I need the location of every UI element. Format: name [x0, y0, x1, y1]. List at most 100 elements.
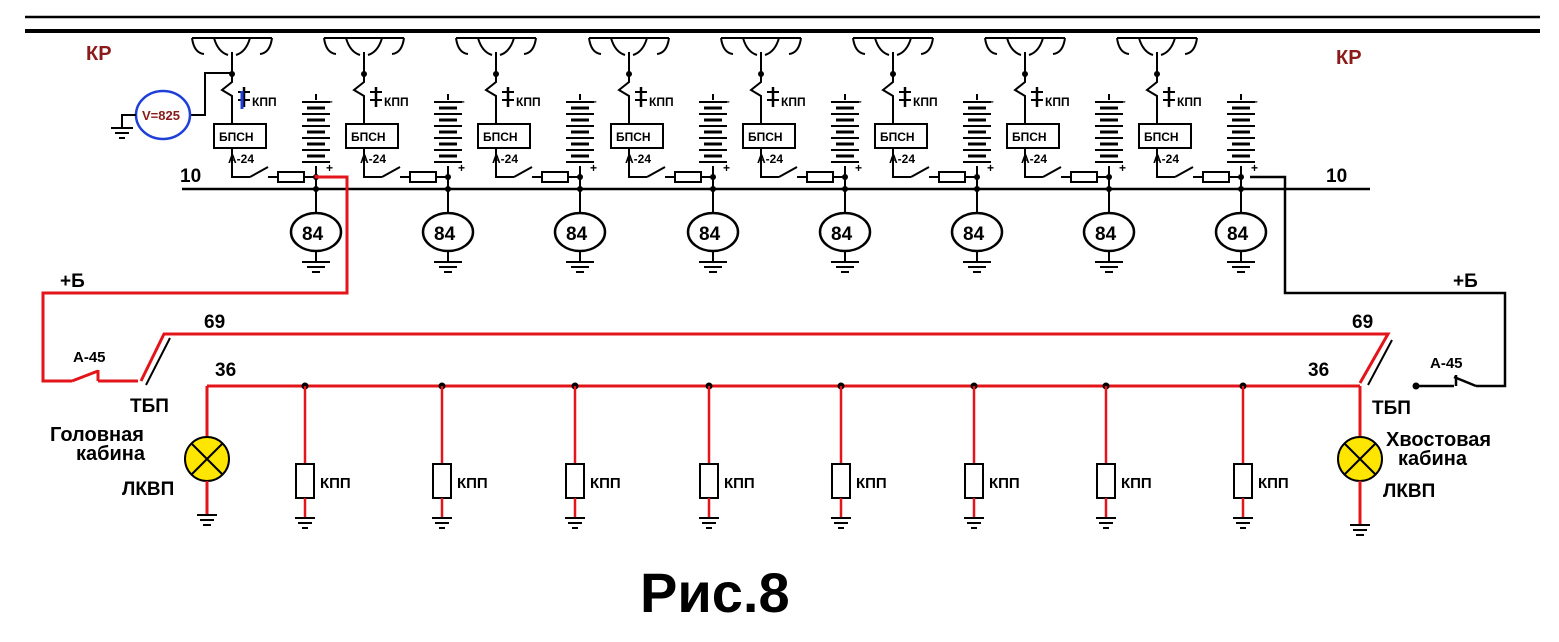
wire-36-label-right: 36 [1308, 360, 1329, 381]
kpp-load-label: КПП [724, 475, 755, 492]
kpp-load: КПП [831, 382, 887, 529]
kpp-label: КПП [913, 95, 938, 109]
a24-label: А-24 [228, 152, 254, 166]
bpsn-label: БПСН [880, 130, 915, 144]
car-unit: КПП БПСН А-24 – +84 [720, 37, 872, 273]
car-unit: КПП БПСН А-24 – +84 [1116, 37, 1268, 273]
kpp-load: КПП [1096, 382, 1152, 529]
kpp-label: КПП [384, 95, 409, 109]
kpp-load: КПП [1233, 382, 1289, 529]
kpp-load-label: КПП [457, 475, 488, 492]
battery-minus: – [855, 94, 862, 108]
battery [963, 94, 991, 177]
kpp-label: КПП [252, 95, 277, 109]
kpp-load: КПП [565, 382, 621, 529]
plus-b-wire-left [41, 175, 349, 383]
kpp-load-label: КПП [1258, 475, 1289, 492]
current-collector [720, 37, 802, 77]
car-units: КПП БПСН А-24 – +84 КПП БПСН А-24 – +84 КПП БПСН А-2… [191, 37, 1268, 273]
kpp-label: КПП [781, 95, 806, 109]
a45-label-right: А-45 [1430, 355, 1463, 372]
bus-10-label-right: 10 [1326, 166, 1347, 187]
battery-minus: – [1119, 94, 1126, 108]
kpp-label: КПП [516, 95, 541, 109]
a24-label: А-24 [757, 152, 783, 166]
a24-label: А-24 [492, 152, 518, 166]
car-unit: КПП БПСН А-24 – +84 [588, 37, 740, 273]
lkvp-label-left: ЛКВП [122, 479, 174, 500]
current-collector [984, 37, 1066, 77]
bpsn-label: БПСН [351, 130, 386, 144]
tail-cab-label-line2: кабина [1398, 448, 1468, 470]
battery-minus: – [458, 94, 465, 108]
battery-plus: + [590, 161, 597, 175]
load-84-label: 84 [699, 224, 721, 245]
kpp-label: КПП [1045, 95, 1070, 109]
current-collector [1116, 37, 1198, 77]
battery-minus: – [326, 94, 333, 108]
bpsn-label: БПСН [1144, 130, 1179, 144]
lkvp-label-right: ЛКВП [1383, 481, 1435, 502]
plus-b-label-left: +Б [60, 271, 85, 292]
kpp-load: КПП [699, 382, 755, 529]
kpp-load-label: КПП [1121, 475, 1152, 492]
kpp-load: КПП [964, 382, 1020, 529]
kpp-load-label: КПП [856, 475, 887, 492]
current-collector [323, 37, 405, 77]
battery-plus: + [458, 161, 465, 175]
a24-label: А-24 [889, 152, 915, 166]
bus-10-label-left: 10 [180, 166, 201, 187]
current-collector [191, 37, 273, 77]
plus-b-label-right: +Б [1453, 271, 1478, 292]
voltmeter-label: V=825 [142, 108, 180, 123]
head-cab-label-line2: кабина [76, 443, 146, 465]
battery [699, 94, 727, 177]
battery [434, 94, 462, 177]
bpsn-label: БПСН [483, 130, 518, 144]
load-84-label: 84 [1227, 224, 1249, 245]
kr-label-right: КР [1336, 47, 1362, 69]
wire-69-label-left: 69 [204, 312, 225, 333]
current-collector [852, 37, 934, 77]
battery-minus: – [987, 94, 994, 108]
head-cab-label-line1: Головная [50, 424, 144, 446]
kpp-label: КПП [649, 95, 674, 109]
figure-caption: Рис.8 [640, 561, 790, 624]
battery-minus: – [1251, 94, 1258, 108]
kpp-load: КПП [432, 382, 488, 529]
a24-label: А-24 [625, 152, 651, 166]
kpp-load: КПП [295, 382, 351, 529]
load-84-label: 84 [831, 224, 853, 245]
voltmeter [111, 72, 244, 141]
bpsn-label: БПСН [616, 130, 651, 144]
battery-plus: + [326, 161, 333, 175]
battery-plus: + [723, 161, 730, 175]
a24-label: А-24 [1153, 152, 1179, 166]
a24-label: А-24 [360, 152, 386, 166]
battery-plus: + [1119, 161, 1126, 175]
tail-cab-label-line1: Хвостовая [1386, 429, 1491, 451]
head-cab-lamp [184, 386, 230, 526]
battery-minus: – [723, 94, 730, 108]
battery [302, 94, 330, 177]
load-84-label: 84 [963, 224, 985, 245]
plus-b-wire-right [1250, 175, 1507, 388]
a24-label: А-24 [1021, 152, 1047, 166]
bpsn-label: БПСН [748, 130, 783, 144]
battery-minus: – [590, 94, 597, 108]
battery-plus: + [855, 161, 862, 175]
a45-label-left: А-45 [73, 349, 106, 366]
load-84-label: 84 [1095, 224, 1117, 245]
kpp-label: КПП [1177, 95, 1202, 109]
kpp-load-label: КПП [989, 475, 1020, 492]
battery [1095, 94, 1123, 177]
load-84-label: 84 [302, 224, 324, 245]
kpp-load-label: КПП [320, 475, 351, 492]
wire-69 [139, 332, 1391, 384]
battery [1227, 94, 1255, 177]
battery-plus: + [1251, 161, 1258, 175]
